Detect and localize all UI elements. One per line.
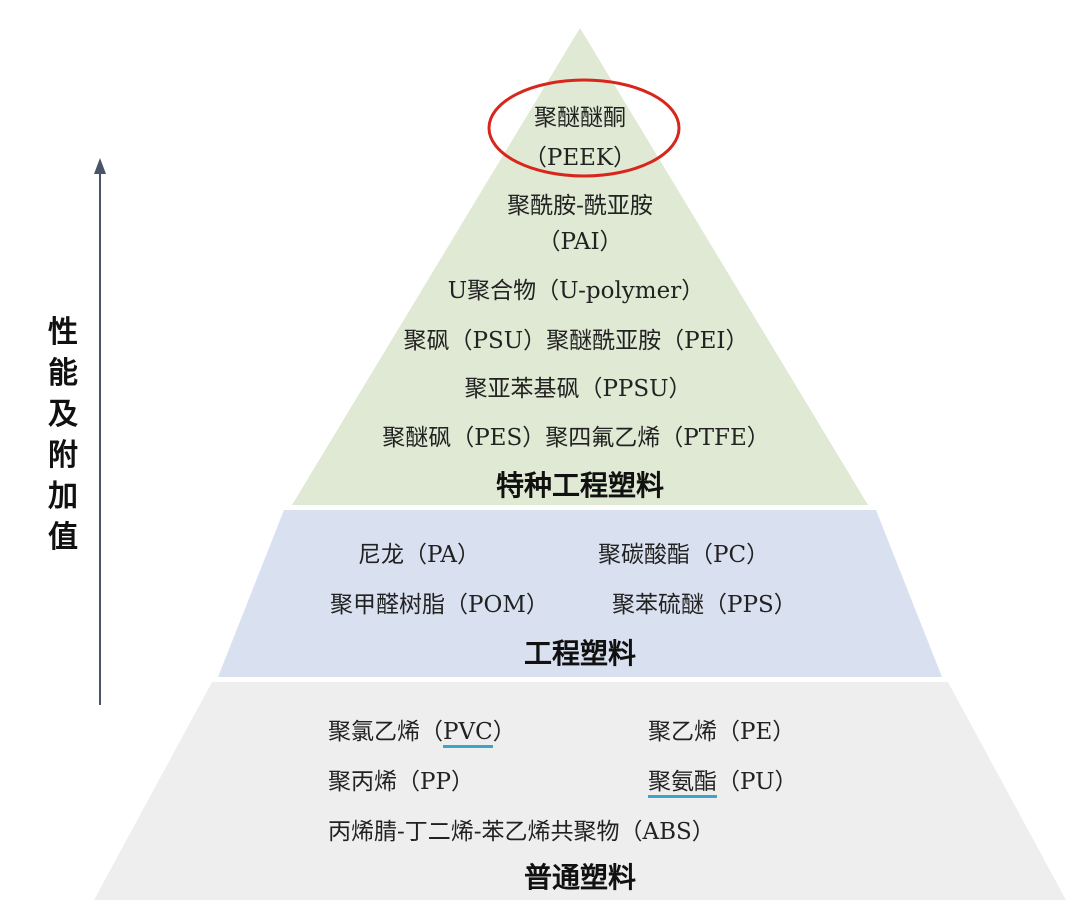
u-polymer: U聚合物（U-polymer） <box>447 278 705 304</box>
pai-name: 聚酰胺-酰亚胺 <box>507 193 653 219</box>
peek-name: 聚醚醚酮 <box>534 105 626 131</box>
ppsu: 聚亚苯基砜（PPSU） <box>464 376 692 402</box>
arrow-head-icon <box>94 158 106 174</box>
general-tier-title: 普通塑料 <box>523 861 636 894</box>
pc: 聚碳酸酯（PC） <box>598 542 770 568</box>
pom: 聚甲醛树脂（POM） <box>330 592 549 618</box>
pes-ptfe: 聚醚砜（PES）聚四氟乙烯（PTFE） <box>382 425 770 451</box>
axis-label: 性能及附加值 <box>48 315 78 555</box>
pai-abbr: （PAI） <box>537 229 623 255</box>
psu-pei: 聚砜（PSU）聚醚酰亚胺（PEI） <box>403 328 749 354</box>
pp: 聚丙烯（PP） <box>328 769 474 795</box>
pvc-name: 聚氯乙烯（ <box>328 719 443 745</box>
peek-highlight-circle <box>487 78 681 178</box>
pu-abbr: （PU） <box>717 769 798 795</box>
pu: 聚氨酯（PU） <box>648 762 798 798</box>
peek-abbr: （PEEK） <box>523 145 637 171</box>
engineering-tier-title: 工程塑料 <box>523 637 636 670</box>
pvc: 聚氯乙烯（PVC） <box>328 712 516 748</box>
pps: 聚苯硫醚（PPS） <box>612 592 797 618</box>
special-tier-title: 特种工程塑料 <box>495 469 664 502</box>
special-tier-shape <box>292 28 868 505</box>
pa: 尼龙（PA） <box>358 542 480 568</box>
pu-name: 聚氨酯 <box>648 769 717 798</box>
engineering-tier-shape <box>218 510 942 677</box>
pvc-close: ） <box>492 719 516 745</box>
abs: 丙烯腈-丁二烯-苯乙烯共聚物（ABS） <box>328 819 715 845</box>
pvc-abbr: PVC <box>443 719 493 748</box>
pe: 聚乙烯（PE） <box>648 719 796 745</box>
general-tier-shape <box>94 682 1066 900</box>
